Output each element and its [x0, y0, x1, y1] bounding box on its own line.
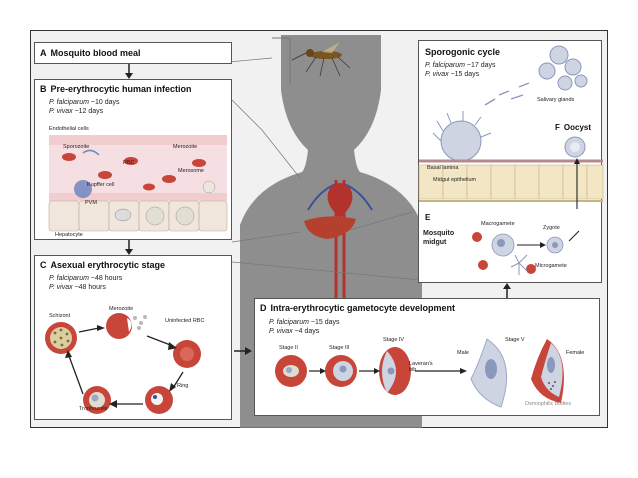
panel-sporogonic-species-2: P. vivax ~15 days — [425, 71, 480, 78]
panel-b-letter: B — [40, 84, 47, 94]
label-mosquito-midgut: Mosquito midgut — [423, 230, 455, 246]
zygote-icon — [546, 236, 564, 254]
panel-a-title-text: Mosquito blood meal — [50, 48, 141, 58]
label-trophozoite: Trophozoite — [79, 406, 108, 412]
label-sporozoite: Sporozoite — [63, 144, 90, 150]
panel-a-letter: A — [40, 48, 47, 58]
label-ring: Ring — [177, 383, 189, 389]
label-rbc: RBC — [123, 160, 135, 166]
label-merosome: Merosome — [178, 168, 204, 174]
panel-d-species-1: P. falciparum ~15 days — [269, 319, 340, 326]
label-midgut-epithelium: Midgut epithelium — [433, 177, 477, 183]
trophozoite-cell — [83, 386, 111, 414]
arrow-a-b — [125, 64, 133, 79]
label-merozoite: Merozoite — [173, 144, 198, 150]
mosquito-icon — [291, 42, 351, 77]
panel-sporogonic-title: Sporogonic cycle — [425, 47, 501, 57]
panel-b-species-1: P. falciparum ~10 days — [49, 99, 120, 106]
arrow-d-sporogonic — [503, 283, 511, 298]
label-osmiophilic-bodies: Osmiophilic bodies — [524, 401, 572, 407]
salivary-glands-icon — [538, 45, 588, 91]
male-gametocyte — [470, 338, 508, 408]
liver-sinusoid-illustration — [48, 135, 228, 232]
label-laverans-bib: Laveran's bib — [409, 361, 433, 373]
label-basal-lamina: Basal lamina — [427, 165, 459, 171]
oocyst-burst — [440, 120, 482, 162]
arrow-b-c — [125, 240, 133, 255]
panel-c-species-2: P. vivax ~48 hours — [49, 284, 106, 291]
label-schizont: Schizont — [49, 313, 71, 319]
panel-b-species-2: P. vivax ~12 days — [49, 108, 104, 115]
panel-c-title-text: Asexual erythrocytic stage — [50, 260, 166, 270]
oocyst-icon — [564, 136, 586, 158]
liver-illustration — [304, 216, 356, 239]
macrogamete-icon — [491, 233, 515, 257]
label-zygote: Zygote — [543, 225, 560, 231]
stage-ii-cell — [275, 355, 307, 387]
label-stage-ii: Stage II — [279, 345, 298, 351]
label-microgamete: Microgamete — [535, 263, 567, 269]
merozoite-release-cell — [106, 313, 147, 339]
label-male: Male — [457, 350, 469, 356]
label-e-letter: E — [425, 213, 431, 222]
panel-c-letter: C — [40, 260, 47, 270]
label-kupffer-cell: Kupffer cell — [87, 182, 115, 188]
female-gametocyte — [531, 339, 564, 403]
stage-iii-cell — [325, 355, 357, 387]
uninfected-rbc-cell — [173, 340, 201, 368]
arrow-c-d — [234, 347, 252, 355]
label-merozoite-c: Merozoite — [109, 306, 134, 312]
panel-sporogonic: Sporogonic cycle P. falciparum ~17 days … — [418, 40, 604, 283]
heart-illustration — [307, 180, 373, 298]
label-stage-v: Stage V — [505, 337, 525, 343]
midgut-illustration — [418, 45, 604, 275]
label-female: Female — [566, 350, 585, 356]
panel-b-title-text: Pre-erythrocytic human infection — [50, 84, 192, 94]
panel-d-letter: D — [260, 303, 267, 313]
gametocyte-illustration — [275, 338, 564, 408]
label-endothelial-cells: Endothelial cells — [49, 126, 89, 132]
label-salivary-glands: Salivary glands — [537, 97, 575, 103]
label-hepatocyte: Hepatocyte — [55, 232, 83, 238]
asexual-cycle-illustration — [45, 313, 201, 414]
ring-cell — [145, 386, 173, 414]
label-macrogamete: Macrogamete — [481, 221, 515, 227]
label-stage-iii: Stage III — [329, 345, 350, 351]
stage-iv-cell — [379, 347, 411, 395]
label-uninfected-rbc: Uninfected RBC — [165, 318, 205, 324]
panel-sporogonic-species-1: P. falciparum ~17 days — [425, 62, 496, 69]
panel-d-species-2: P. vivax ~4 days — [269, 328, 320, 335]
schizont-cell — [45, 322, 77, 354]
label-stage-iv: Stage IV — [383, 337, 405, 343]
panel-d-title-text: Intra-erythrocytic gametocyte developmen… — [270, 303, 456, 313]
label-pvm: PVM — [85, 200, 97, 206]
panel-c-species-1: P. falciparum ~48 hours — [49, 275, 123, 282]
